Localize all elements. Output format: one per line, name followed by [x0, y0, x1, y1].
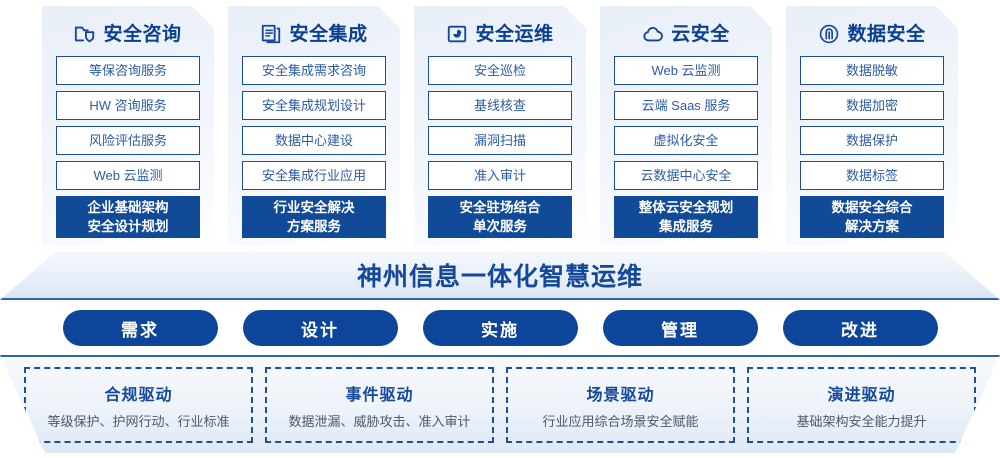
- pillar-security-operations[interactable]: 安全运维 安全巡检 基线核查 漏洞扫描 准入审计 安全驻场结合 单次服务: [414, 6, 586, 246]
- pillar-item-list: 等保咨询服务 HW 咨询服务 风险评估服务 Web 云监测: [42, 56, 214, 190]
- driver-subtitle: 等级保护、护网行动、行业标准: [47, 413, 230, 429]
- pillar-header: 数据安全: [786, 12, 958, 56]
- folder-shield-icon: [74, 23, 96, 45]
- pillar-header: 安全咨询: [42, 12, 214, 56]
- stage-pill-improvement[interactable]: 改进: [782, 310, 938, 346]
- pillar-item[interactable]: 云数据中心安全: [614, 161, 758, 190]
- pillar-footer[interactable]: 整体云安全规划 集成服务: [614, 196, 758, 238]
- driver-incident[interactable]: 事件驱动 数据泄漏、威胁攻击、准入审计: [265, 367, 494, 443]
- pillar-footer-line1: 企业基础架构: [87, 200, 169, 215]
- driver-subtitle: 基础架构安全能力提升: [796, 413, 927, 429]
- pillar-title: 安全运维: [475, 23, 554, 45]
- pillar-item[interactable]: 基线核查: [428, 91, 572, 120]
- pillar-footer-line1: 安全驻场结合: [459, 200, 541, 215]
- driver-scenario[interactable]: 场景驱动 行业应用综合场景安全赋能: [506, 367, 735, 443]
- driver-title: 演进驱动: [827, 386, 896, 404]
- pillar-item[interactable]: 数据标签: [800, 161, 944, 190]
- pillar-header: 云安全: [600, 12, 772, 56]
- pillar-footer-line1: 数据安全综合: [831, 200, 913, 215]
- pillar-footer-line1: 整体云安全规划: [638, 200, 734, 215]
- pillar-footer-line2: 单次服务: [473, 219, 527, 234]
- pillar-title: 安全集成: [289, 23, 368, 45]
- pillar-item-list: Web 云监测 云端 Saas 服务 虚拟化安全 云数据中心安全: [600, 56, 772, 190]
- stage-pill-implementation[interactable]: 实施: [422, 310, 578, 346]
- pillar-item[interactable]: 安全集成需求咨询: [242, 56, 386, 85]
- pillar-title: 数据安全: [847, 23, 926, 45]
- pillar-item[interactable]: Web 云监测: [614, 56, 758, 85]
- pillar-item[interactable]: 漏洞扫描: [428, 126, 572, 155]
- pillar-title: 云安全: [671, 23, 730, 45]
- pillar-item[interactable]: Web 云监测: [56, 161, 200, 190]
- lifecycle-stages: 需求 设计 实施 管理 改进: [0, 310, 1000, 348]
- pillar-item[interactable]: 虚拟化安全: [614, 126, 758, 155]
- pillar-footer[interactable]: 安全驻场结合 单次服务: [428, 196, 572, 238]
- pillar-item[interactable]: HW 咨询服务: [56, 91, 200, 120]
- pillar-footer-line2: 安全设计规划: [87, 219, 169, 234]
- driver-compliance[interactable]: 合规驱动 等级保护、护网行动、行业标准: [24, 367, 253, 443]
- pillar-header: 安全集成: [228, 12, 400, 56]
- pillar-item[interactable]: 安全巡检: [428, 56, 572, 85]
- pillar-security-consulting[interactable]: 安全咨询 等保咨询服务 HW 咨询服务 风险评估服务 Web 云监测 企业基础架…: [42, 6, 214, 246]
- pillar-item-list: 安全巡检 基线核查 漏洞扫描 准入审计: [414, 56, 586, 190]
- driver-title: 场景驱动: [586, 386, 655, 404]
- pillar-footer-line1: 行业安全解决: [273, 200, 355, 215]
- drivers-topline: [0, 355, 1000, 357]
- pillar-item[interactable]: 数据脱敏: [800, 56, 944, 85]
- cloud-icon: [642, 23, 664, 45]
- fingerprint-icon: [818, 23, 840, 45]
- driver-evolution[interactable]: 演进驱动 基础架构安全能力提升: [747, 367, 976, 443]
- stage-pill-management[interactable]: 管理: [602, 310, 758, 346]
- driver-title: 事件驱动: [345, 386, 414, 404]
- pillar-item[interactable]: 数据中心建设: [242, 126, 386, 155]
- pillar-item-list: 数据脱敏 数据加密 数据保护 数据标签: [786, 56, 958, 190]
- pillar-item[interactable]: 准入审计: [428, 161, 572, 190]
- banner-baseline: [0, 298, 1000, 300]
- driver-subtitle: 行业应用综合场景安全赋能: [542, 413, 699, 429]
- pillar-cloud-security[interactable]: 云安全 Web 云监测 云端 Saas 服务 虚拟化安全 云数据中心安全 整体云…: [600, 6, 772, 246]
- pillars-section: 安全咨询 等保咨询服务 HW 咨询服务 风险评估服务 Web 云监测 企业基础架…: [0, 6, 1000, 254]
- pillar-footer-line2: 解决方案: [845, 219, 899, 234]
- drivers-section: 合规驱动 等级保护、护网行动、行业标准 事件驱动 数据泄漏、威胁攻击、准入审计 …: [0, 355, 1000, 453]
- driver-title: 合规驱动: [104, 386, 173, 404]
- pillar-item-list: 安全集成需求咨询 安全集成规划设计 数据中心建设 安全集成行业应用: [228, 56, 400, 190]
- pillar-footer-line2: 集成服务: [659, 219, 713, 234]
- monitor-chart-icon: [446, 23, 468, 45]
- pillar-footer[interactable]: 企业基础架构 安全设计规划: [56, 196, 200, 238]
- pillar-security-integration[interactable]: 安全集成 安全集成需求咨询 安全集成规划设计 数据中心建设 安全集成行业应用 行…: [228, 6, 400, 246]
- pillar-item[interactable]: 等保咨询服务: [56, 56, 200, 85]
- pillar-footer-line2: 方案服务: [287, 219, 341, 234]
- pillar-item[interactable]: 数据保护: [800, 126, 944, 155]
- pillar-item[interactable]: 安全集成行业应用: [242, 161, 386, 190]
- drivers-row: 合规驱动 等级保护、护网行动、行业标准 事件驱动 数据泄漏、威胁攻击、准入审计 …: [0, 355, 1000, 453]
- platform-banner: 神州信息一体化智慧运维: [0, 252, 1000, 300]
- stage-pill-design[interactable]: 设计: [242, 310, 398, 346]
- pillar-footer[interactable]: 行业安全解决 方案服务: [242, 196, 386, 238]
- pillar-item[interactable]: 安全集成规划设计: [242, 91, 386, 120]
- pillar-data-security[interactable]: 数据安全 数据脱敏 数据加密 数据保护 数据标签 数据安全综合 解决方案: [786, 6, 958, 246]
- pillar-footer[interactable]: 数据安全综合 解决方案: [800, 196, 944, 238]
- pillar-title: 安全咨询: [103, 23, 182, 45]
- driver-subtitle: 数据泄漏、威胁攻击、准入审计: [288, 413, 471, 429]
- pillar-item[interactable]: 风险评估服务: [56, 126, 200, 155]
- pillar-header: 安全运维: [414, 12, 586, 56]
- stage-pill-requirement[interactable]: 需求: [62, 310, 218, 346]
- stacked-documents-icon: [260, 23, 282, 45]
- pillar-item[interactable]: 云端 Saas 服务: [614, 91, 758, 120]
- pillar-item[interactable]: 数据加密: [800, 91, 944, 120]
- platform-banner-title: 神州信息一体化智慧运维: [356, 263, 643, 291]
